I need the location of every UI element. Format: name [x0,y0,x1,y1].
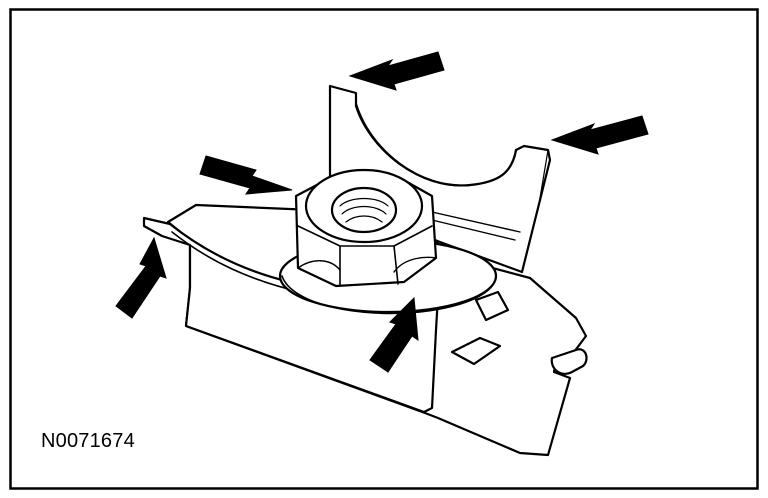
hex-nut-chamfer [297,256,437,273]
figure-id-label: N0071674 [41,430,135,452]
figure-border [9,8,759,490]
plate-slot [550,348,588,375]
spring-leg [431,211,521,241]
nut-retainer-drawing [142,84,588,457]
arrow-icon [115,236,167,319]
arrow-icon [199,155,293,195]
callout-arrows [115,51,649,373]
arrow-icon [348,51,445,91]
arrow-icon [550,115,649,155]
nut-thread-lines [339,197,389,223]
hex-nut-faces [297,225,433,287]
rear-tab-notch [354,102,518,187]
lower-tab [450,336,502,366]
lower-tab-2 [474,290,510,322]
nut-bore-inner [330,186,398,234]
arrow-icon [369,296,419,373]
